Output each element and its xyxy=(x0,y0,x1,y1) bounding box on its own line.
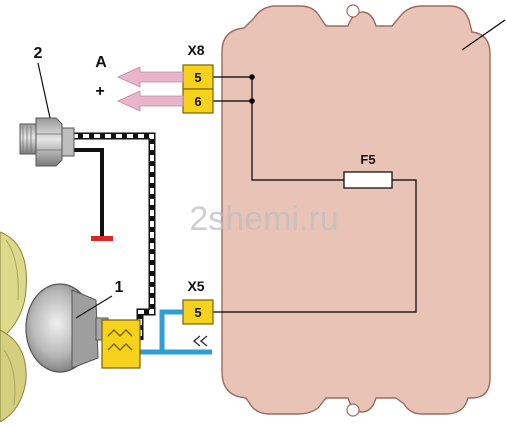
sensor-icon xyxy=(19,117,75,167)
x8-pin-6-label: 6 xyxy=(194,94,201,109)
sensor-hex xyxy=(35,117,63,167)
fan-blade-upper xyxy=(0,231,27,341)
component-1-leader xyxy=(75,295,113,319)
bottom-mount-hole xyxy=(346,403,360,417)
sensor-terminal xyxy=(61,127,75,157)
connector-x8: 5 6 xyxy=(182,64,214,114)
x5-pin-5-box xyxy=(182,299,214,325)
junction-dot-2 xyxy=(249,98,255,104)
fuse-icon xyxy=(343,171,393,189)
fuse-label: F5 xyxy=(360,152,375,167)
connector-x8-label: X8 xyxy=(187,42,204,58)
arrow-left-icon xyxy=(117,90,184,112)
component-2-leader xyxy=(37,62,51,119)
x8-pin-6-box xyxy=(182,88,214,114)
sensor-thread xyxy=(19,123,37,155)
fan-icon xyxy=(0,231,141,423)
ground-icon xyxy=(91,236,113,241)
top-mount-hole xyxy=(346,4,360,18)
block-leader-line xyxy=(461,19,506,51)
signal-arrows xyxy=(117,66,184,112)
signal-a-label: A xyxy=(95,54,107,71)
wire-fuse-to-x5 xyxy=(213,179,417,313)
watermark-text: 2shemi.ru xyxy=(189,200,338,238)
internal-wiring xyxy=(213,76,417,313)
x8-pin-5-label: 5 xyxy=(194,70,201,85)
x8-pin-5-box xyxy=(182,64,214,90)
signal-plus-label: + xyxy=(95,83,104,100)
wire-to-fuse xyxy=(251,77,344,181)
component-1-label: 1 xyxy=(115,279,124,296)
x5-pin-5-label: 5 xyxy=(194,305,201,320)
blue-wire xyxy=(140,309,183,355)
arrow-left-icon xyxy=(117,66,184,88)
fan-connector xyxy=(101,319,141,369)
fan-motor-rear xyxy=(71,289,99,369)
connector-x5-label: X5 xyxy=(187,278,204,294)
ground-wire xyxy=(72,148,104,236)
fan-blade-lower xyxy=(0,329,27,423)
component-2-label: 2 xyxy=(34,45,43,62)
junction-dot-1 xyxy=(249,74,255,80)
chevron-left-icon xyxy=(192,335,208,347)
